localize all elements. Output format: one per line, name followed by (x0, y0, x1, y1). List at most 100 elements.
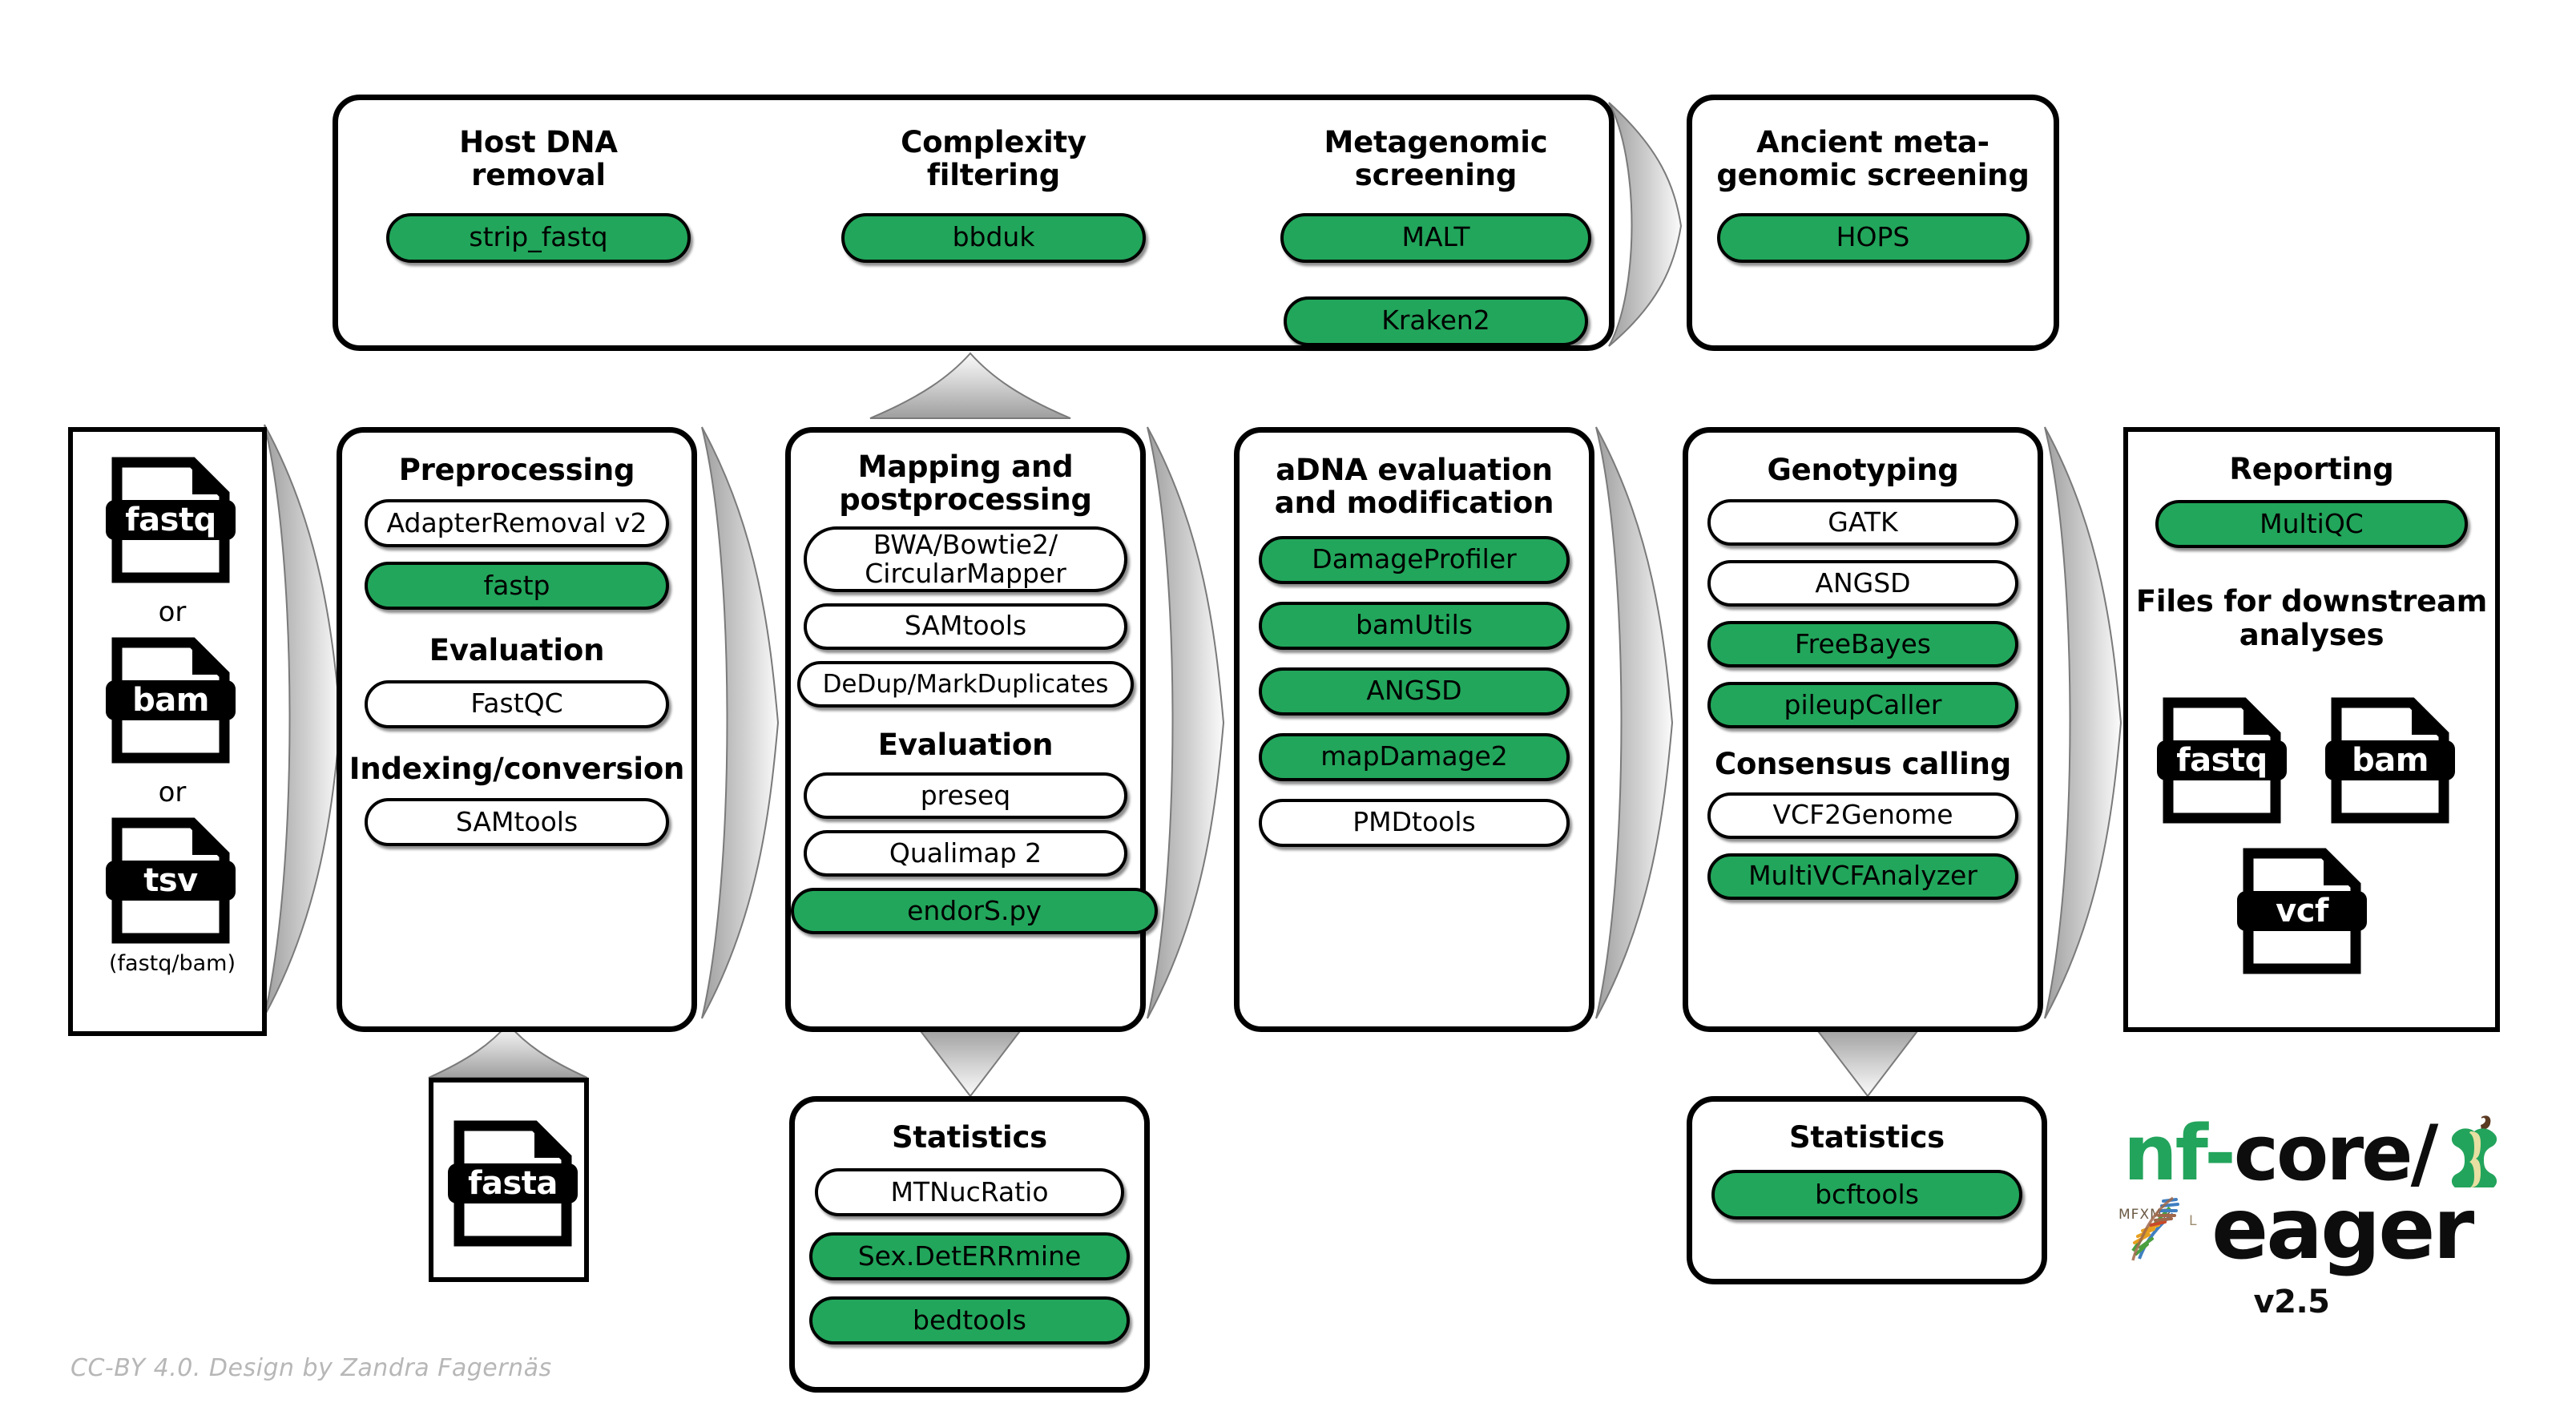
file-ext-label: bam (2352, 742, 2429, 779)
screening-column-complexity-filtering: Complexity filtering bbduk (825, 126, 1162, 263)
statistics-mapping-panel: Statistics MTNucRatio Sex.DetERRmine bed… (789, 1096, 1150, 1393)
tool-mtnucratio[interactable]: MTNucRatio (815, 1168, 1124, 1217)
tool-angsd-adna[interactable]: ANGSD (1259, 667, 1570, 716)
tool-samtools-mapping[interactable]: SAMtools (804, 603, 1127, 650)
tool-bedtools[interactable]: bedtools (809, 1296, 1130, 1345)
logo-line-2: MFXMR L (2115, 1180, 2474, 1278)
statistics-mapping-title: Statistics (891, 1120, 1048, 1155)
genotyping-section-consensus-title: Consensus calling (1714, 747, 2011, 782)
tool-strip-fastq[interactable]: strip_fastq (386, 212, 691, 263)
arrow-preprocessing-to-mapping (701, 426, 780, 1019)
tool-malt[interactable]: MALT (1280, 212, 1591, 263)
reference-fasta-panel: fasta (429, 1078, 589, 1282)
statistics-genotyping-panel: Statistics bcftools (1687, 1096, 2047, 1284)
tool-dedup-markduplicates[interactable]: DeDup/MarkDuplicates (797, 660, 1134, 708)
screening-column-title: Host DNA removal (459, 125, 618, 193)
logo-line-1: nf- core/ (2123, 1114, 2503, 1192)
tool-freebayes[interactable]: FreeBayes (1707, 621, 2018, 668)
arrow-screening-to-ancient (1608, 102, 1683, 347)
tool-preseq[interactable]: preseq (804, 772, 1127, 820)
file-ext-band: fasta (448, 1163, 578, 1203)
preprocessing-section-indexing-title: Indexing/conversion (349, 751, 685, 786)
logo-eager-text: eager (2211, 1180, 2474, 1278)
file-ext-band: tsv (106, 861, 236, 901)
tool-bbduk[interactable]: bbduk (841, 212, 1146, 263)
reporting-title: Reporting (2229, 452, 2394, 486)
inputs-separator-1: or (158, 596, 187, 628)
tool-bamutils[interactable]: bamUtils (1259, 601, 1570, 650)
tool-vcf2genome[interactable]: VCF2Genome (1707, 792, 2018, 839)
svg-text:L: L (2189, 1213, 2197, 1229)
adna-panel: aDNA evaluation and modification DamageP… (1234, 427, 1594, 1032)
ancient-screening-panel: Ancient meta- genomic screening HOPS (1687, 95, 2059, 351)
genotyping-panel: Genotyping GATK ANGSD FreeBayes pileupCa… (1683, 427, 2043, 1032)
tool-sex-deterrmine[interactable]: Sex.DetERRmine (809, 1232, 1130, 1281)
screening-column-metagenomic-screening: Metagenomic screening MALT Kraken2 (1276, 126, 1596, 346)
tool-multiqc[interactable]: MultiQC (2155, 500, 2468, 549)
nf-core-eager-logo: nf- core/ MFXMR L (2115, 1114, 2532, 1346)
tool-damageprofiler[interactable]: DamageProfiler (1259, 535, 1570, 584)
credit-text: CC-BY 4.0. Design by Zandra Fagernäs (71, 1354, 552, 1382)
tool-endors-py[interactable]: endorS.py (791, 888, 1158, 935)
inputs-panel: fastq or bam or tsv (fastq/bam) (68, 427, 267, 1036)
arrow-fasta-to-preprocessing-up (428, 1022, 588, 1078)
file-bam-icon: bam (2325, 696, 2455, 824)
inputs-separator-2: or (158, 776, 187, 808)
preprocessing-title: Preprocessing (398, 453, 635, 487)
tool-fastqc[interactable]: FastQC (365, 679, 669, 728)
genotyping-title: Genotyping (1767, 453, 1959, 487)
screening-column-title: Metagenomic screening (1324, 125, 1548, 193)
arrow-mapping-to-screening-up (869, 352, 1071, 419)
file-fastq-icon: fastq (106, 456, 236, 584)
reporting-panel: Reporting MultiQC Files for downstream a… (2123, 427, 2500, 1032)
file-ext-band: vcf (2237, 891, 2367, 931)
screening-panel: Host DNA removal strip_fastq Complexity … (333, 95, 1615, 351)
tool-hops[interactable]: HOPS (1716, 212, 2030, 263)
logo-nf-text: nf- (2123, 1110, 2236, 1198)
tool-gatk[interactable]: GATK (1707, 499, 2018, 546)
tool-mapdamage2[interactable]: mapDamage2 (1259, 732, 1570, 781)
tool-samtools-preprocessing[interactable]: SAMtools (365, 798, 669, 847)
tool-pmdtools[interactable]: PMDtools (1259, 798, 1570, 847)
file-fastq-icon: fastq (2157, 696, 2287, 824)
tool-kraken2[interactable]: Kraken2 (1284, 296, 1588, 346)
file-ext-label: fasta (468, 1165, 558, 1202)
arrow-mapping-to-adna (1147, 426, 1225, 1019)
file-ext-label: bam (132, 682, 209, 719)
file-ext-label: fastq (125, 502, 216, 538)
screening-column-host-dna-removal: Host DNA removal strip_fastq (370, 126, 707, 263)
arrow-mapping-to-statistics-down (916, 1027, 1025, 1098)
tool-bwa-bowtie2-circularmapper[interactable]: BWA/Bowtie2/ CircularMapper (804, 526, 1127, 592)
arrow-genotyping-to-reporting (2044, 426, 2122, 1019)
mapping-section-evaluation-title: Evaluation (877, 727, 1054, 762)
tool-qualimap-2[interactable]: Qualimap 2 (804, 830, 1127, 877)
preprocessing-section-evaluation-title: Evaluation (429, 633, 605, 668)
logo-core-text: core/ (2233, 1110, 2439, 1198)
tool-angsd-genotyping[interactable]: ANGSD (1707, 560, 2018, 607)
apple-core-icon (2452, 1115, 2497, 1187)
dna-helix-runes-icon: MFXMR L (2118, 1196, 2197, 1260)
arrow-genotyping-to-statistics-down (1813, 1027, 1922, 1098)
mapping-title: Mapping and postprocessing (839, 450, 1092, 518)
inputs-note: (fastq/bam) (109, 951, 236, 976)
statistics-genotyping-title: Statistics (1788, 1120, 1945, 1155)
screening-column-title: Complexity filtering (901, 125, 1086, 193)
file-ext-band: fastq (2157, 740, 2287, 780)
mapping-panel: Mapping and postprocessing BWA/Bowtie2/ … (785, 427, 1158, 1032)
arrow-inputs-to-preprocessing (264, 424, 342, 1017)
file-tsv-icon: tsv (106, 816, 236, 945)
tool-adapterremoval-v2[interactable]: AdapterRemoval v2 (365, 499, 669, 548)
tool-pileupcaller[interactable]: pileupCaller (1707, 682, 2018, 729)
file-vcf-icon: vcf (2237, 847, 2367, 975)
tool-multivcfanalyzer[interactable]: MultiVCFAnalyzer (1707, 853, 2018, 900)
file-ext-label: vcf (2276, 893, 2328, 929)
ancient-screening-title: Ancient meta- genomic screening (1716, 125, 2030, 193)
file-ext-band: bam (2325, 740, 2455, 780)
tool-bcftools[interactable]: bcftools (1711, 1170, 2022, 1220)
adna-title: aDNA evaluation and modification (1274, 453, 1554, 521)
reporting-downstream-title: Files for downstream analyses (2135, 584, 2488, 652)
logo-version: v2.5 (2253, 1284, 2330, 1320)
file-ext-label: tsv (143, 862, 198, 899)
tool-fastp[interactable]: fastp (365, 562, 669, 611)
